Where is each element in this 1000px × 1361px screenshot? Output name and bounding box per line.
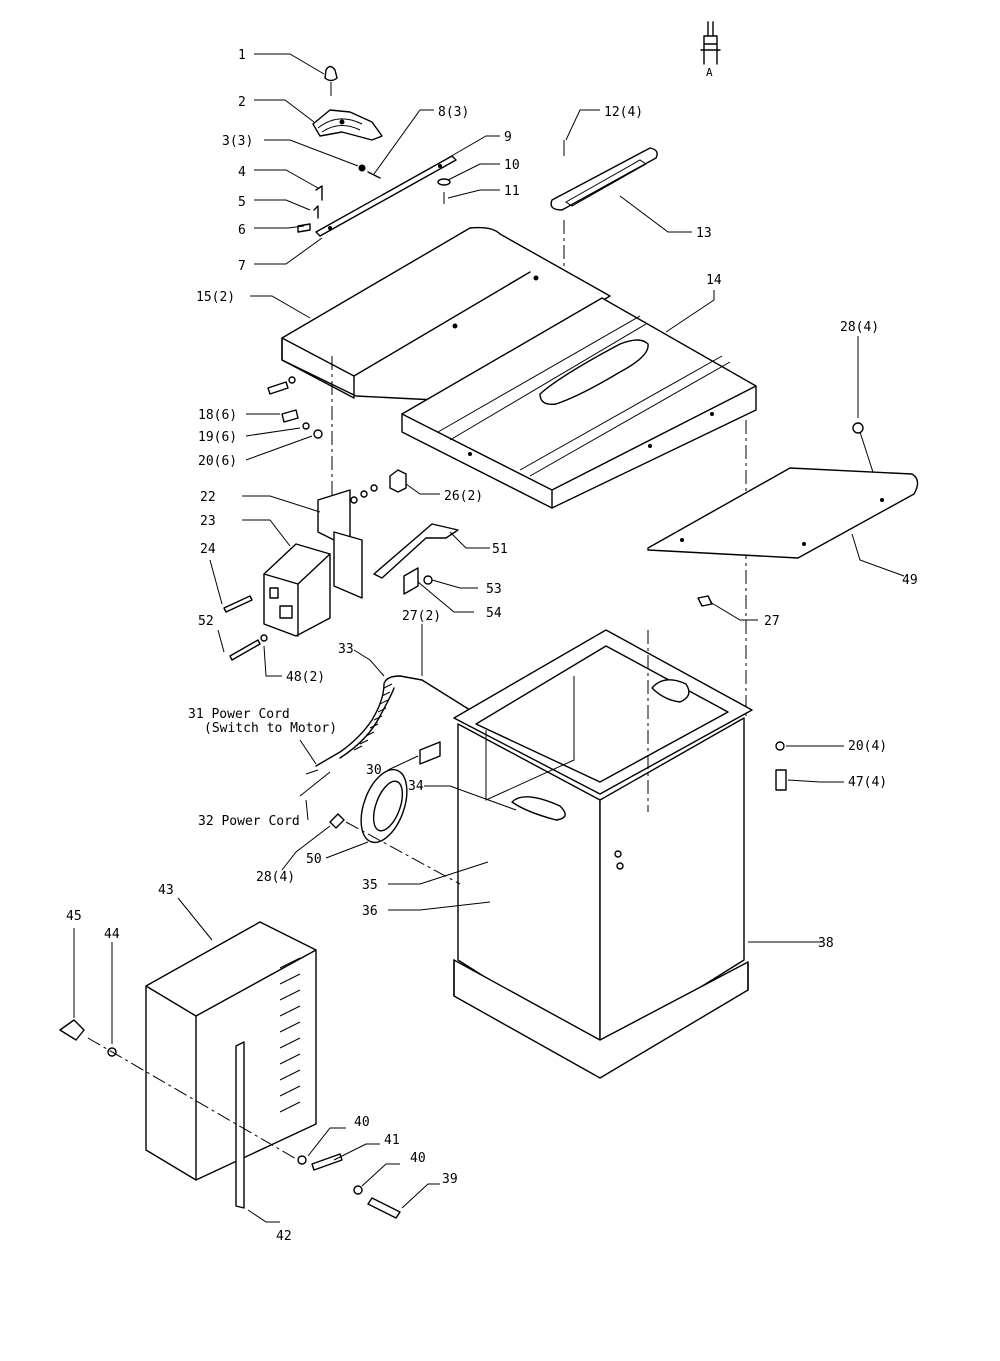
label-8: 8(3) (438, 105, 469, 120)
cover-hardware (59, 1019, 401, 1219)
label-31a: 31 Power Cord (188, 707, 290, 722)
extension-wing (281, 226, 611, 500)
main-table (401, 297, 757, 720)
label-27a: 27(2) (402, 609, 441, 624)
label-14: 14 (706, 273, 722, 288)
label-26: 26(2) (444, 489, 483, 504)
label-13: 13 (696, 226, 712, 241)
label-41: 41 (384, 1133, 400, 1148)
label-48: 48(2) (286, 670, 325, 685)
label-20b: 20(4) (848, 739, 887, 754)
label-11: 11 (504, 184, 520, 199)
leader-lines (73, 53, 905, 1223)
part-labels: 1 2 3(3) 4 5 6 7 8(3) 9 10 11 12(4) 13 1… (66, 48, 918, 1244)
label-50: 50 (306, 852, 322, 867)
label-22: 22 (200, 490, 216, 505)
miter-gauge-body (312, 109, 383, 141)
label-38: 38 (818, 936, 834, 951)
label-33: 33 (338, 642, 354, 657)
label-42: 42 (276, 1229, 292, 1244)
label-44: 44 (104, 927, 120, 942)
label-54: 54 (486, 606, 502, 621)
corner-mark-glyph: A (706, 66, 713, 79)
label-40a: 40 (354, 1115, 370, 1130)
label-23: 23 (200, 514, 216, 529)
small-miter-parts (297, 164, 451, 233)
label-30: 30 (366, 763, 382, 778)
dust-port (329, 768, 461, 885)
label-5: 5 (238, 195, 246, 210)
label-27b: 27 (764, 614, 780, 629)
label-6: 6 (238, 223, 246, 238)
label-18: 18(6) (198, 408, 237, 423)
motor-cover (145, 921, 317, 1209)
label-3: 3(3) (222, 134, 253, 149)
label-20a: 20(6) (198, 454, 237, 469)
label-4: 4 (238, 165, 246, 180)
label-28a: 28(4) (256, 870, 295, 885)
label-12: 12(4) (604, 105, 643, 120)
miter-knob (324, 65, 338, 96)
label-43: 43 (158, 883, 174, 898)
switch-arm (373, 523, 459, 595)
label-15: 15(2) (196, 290, 235, 305)
label-35: 35 (362, 878, 378, 893)
label-10: 10 (504, 158, 520, 173)
label-32: 32 Power Cord (198, 814, 300, 829)
switch-bracket (317, 469, 407, 599)
right-parts (647, 422, 919, 791)
miter-bar (315, 155, 457, 237)
label-47: 47(4) (848, 775, 887, 790)
label-45: 45 (66, 909, 82, 924)
label-53: 53 (486, 582, 502, 597)
label-51: 51 (492, 542, 508, 557)
label-36: 36 (362, 904, 378, 919)
label-2: 2 (238, 95, 246, 110)
label-9: 9 (504, 130, 512, 145)
label-40b: 40 (410, 1151, 426, 1166)
power-cord (299, 675, 471, 797)
wing-bolts (267, 376, 323, 439)
label-39: 39 (442, 1172, 458, 1187)
cabinet (453, 629, 753, 1079)
label-28b: 28(4) (840, 320, 879, 335)
label-52: 52 (198, 614, 214, 629)
label-31b: (Switch to Motor) (204, 721, 337, 736)
label-7: 7 (238, 259, 246, 274)
corner-mark (700, 21, 721, 65)
label-19: 19(6) (198, 430, 237, 445)
label-34: 34 (408, 779, 424, 794)
switch-screws (223, 595, 268, 661)
label-1: 1 (238, 48, 246, 63)
label-24: 24 (200, 542, 216, 557)
label-49: 49 (902, 573, 918, 588)
magnetic-switch (263, 543, 331, 637)
